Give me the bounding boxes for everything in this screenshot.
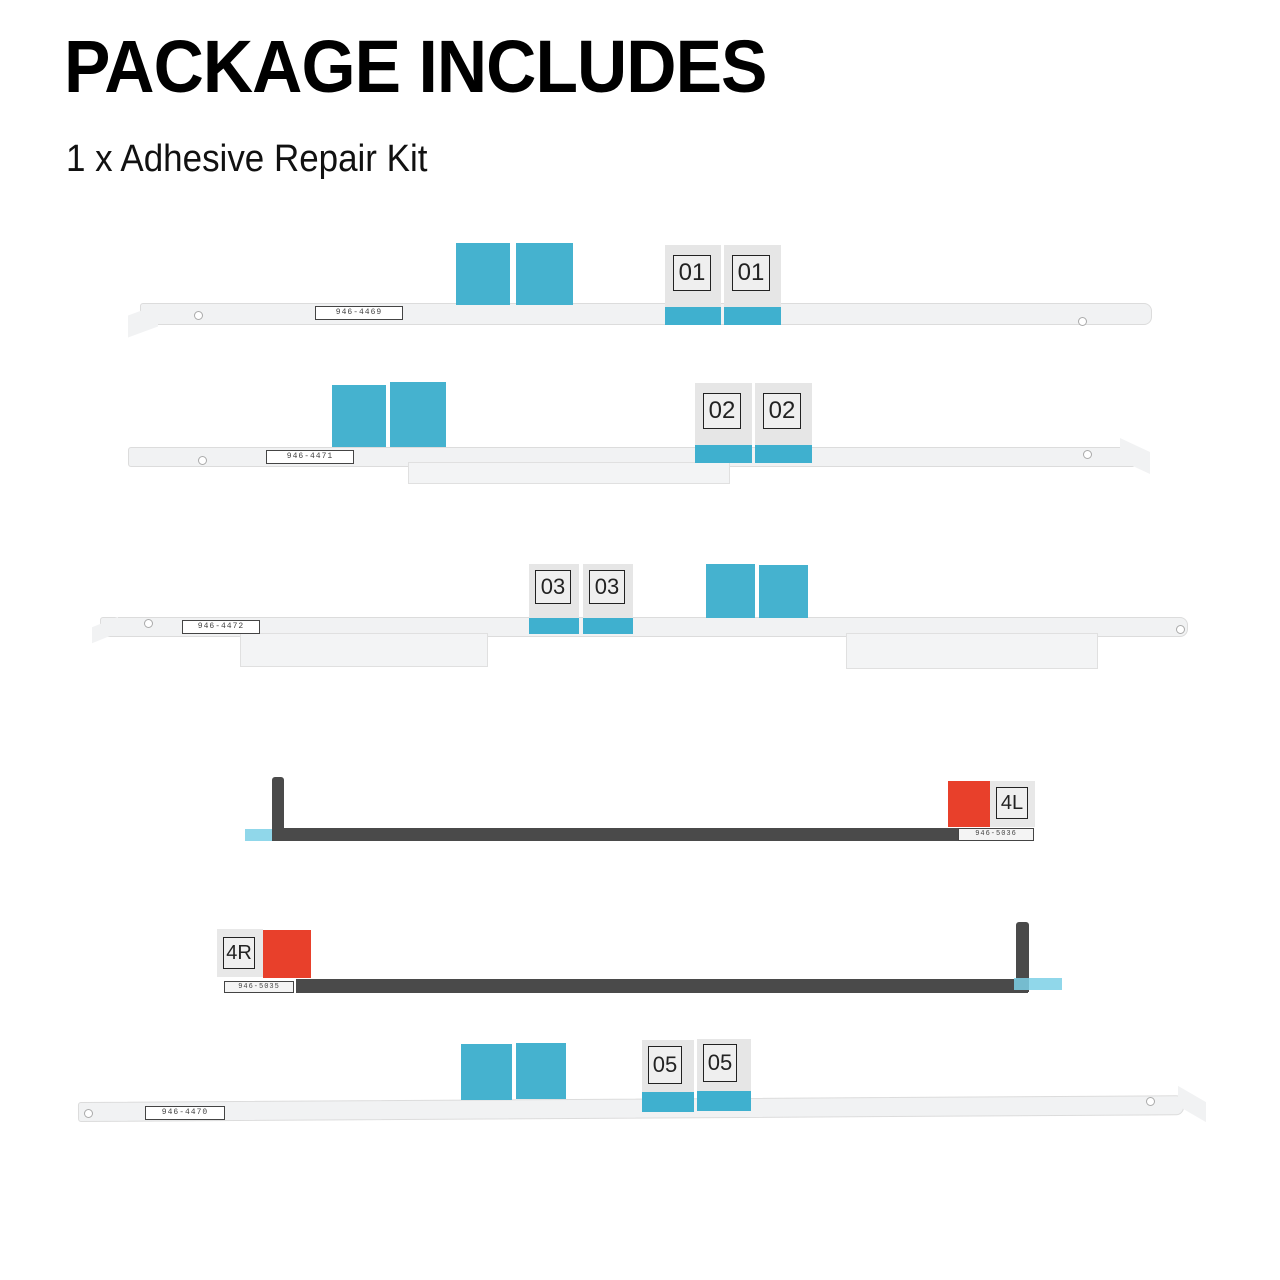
package-contents-text: 1 x Adhesive Repair Kit: [66, 138, 428, 180]
strip-curved-end: [1178, 1085, 1206, 1123]
pull-tab: 02: [695, 383, 752, 463]
part-number-label: 946-5036: [958, 828, 1034, 841]
blue-adhesive-pad: [706, 564, 755, 618]
strip-extension: [408, 462, 730, 484]
tab-tape: [665, 307, 721, 325]
strip-label-tag: 4L: [990, 781, 1035, 827]
blue-adhesive-pad: [456, 243, 510, 305]
blue-adhesive-pad: [759, 565, 808, 618]
strip-extension: [846, 633, 1098, 669]
tab-tape: [724, 307, 781, 325]
tab-number: 03: [589, 570, 625, 604]
pull-tab: 02: [755, 383, 812, 463]
strip-body-dark: [296, 979, 1028, 993]
mounting-hole: [84, 1109, 93, 1118]
part-number-label: 946-4470: [145, 1106, 225, 1120]
pull-tab: 05: [642, 1040, 694, 1112]
tab-tape: [642, 1092, 694, 1112]
tab-tape: [755, 445, 812, 463]
strip-label-tag: 4R: [217, 929, 263, 977]
tab-number: 02: [703, 393, 741, 429]
blue-adhesive-pad: [390, 382, 446, 447]
strip-body: [140, 303, 1152, 325]
blue-adhesive-pad: [516, 1043, 566, 1099]
mounting-hole: [194, 311, 203, 320]
tab-number: 01: [732, 255, 770, 291]
tab-tape: [695, 445, 752, 463]
blue-adhesive-pad: [461, 1044, 512, 1100]
tab-number: 03: [535, 570, 571, 604]
part-number-label: 946-4472: [182, 620, 260, 634]
pull-tab: 03: [583, 564, 633, 634]
pull-tab: 03: [529, 564, 579, 634]
tab-number: 02: [763, 393, 801, 429]
blue-adhesive-pad: [332, 385, 386, 447]
pull-tab: 01: [665, 245, 721, 325]
pull-tab: 01: [724, 245, 781, 325]
tab-number: 01: [673, 255, 711, 291]
part-number-label: 946-4469: [315, 306, 403, 320]
blue-adhesive-pad: [516, 243, 573, 305]
cyan-tab: [1014, 978, 1062, 990]
tab-number: 05: [648, 1046, 682, 1084]
mounting-hole: [1146, 1097, 1155, 1106]
pull-tab: 05: [697, 1039, 751, 1111]
mounting-hole: [1083, 450, 1092, 459]
mounting-hole: [198, 456, 207, 465]
mounting-hole: [1078, 317, 1087, 326]
part-number-label: 946-4471: [266, 450, 354, 464]
tab-number: 4L: [996, 787, 1028, 819]
red-liner: [948, 781, 993, 827]
tab-number: 4R: [223, 937, 255, 969]
strip-curved-end: [128, 304, 158, 338]
tab-tape: [583, 618, 633, 634]
strip-bent-end: [272, 777, 284, 839]
mounting-hole: [1176, 625, 1185, 634]
mounting-hole: [144, 619, 153, 628]
strip-bent-end: [1016, 922, 1029, 992]
page-title: PACKAGE INCLUDES: [64, 25, 767, 108]
strip-curved-end: [1120, 438, 1150, 474]
strip-extension: [240, 633, 488, 667]
tab-tape: [697, 1091, 751, 1111]
strip-body: [77, 1095, 1185, 1122]
part-number-label: 946-5035: [224, 981, 294, 993]
red-liner: [263, 930, 311, 978]
strip-curved-end: [92, 616, 118, 644]
strip-body-dark: [272, 828, 962, 841]
tab-tape: [529, 618, 579, 634]
tab-number: 05: [703, 1044, 737, 1082]
